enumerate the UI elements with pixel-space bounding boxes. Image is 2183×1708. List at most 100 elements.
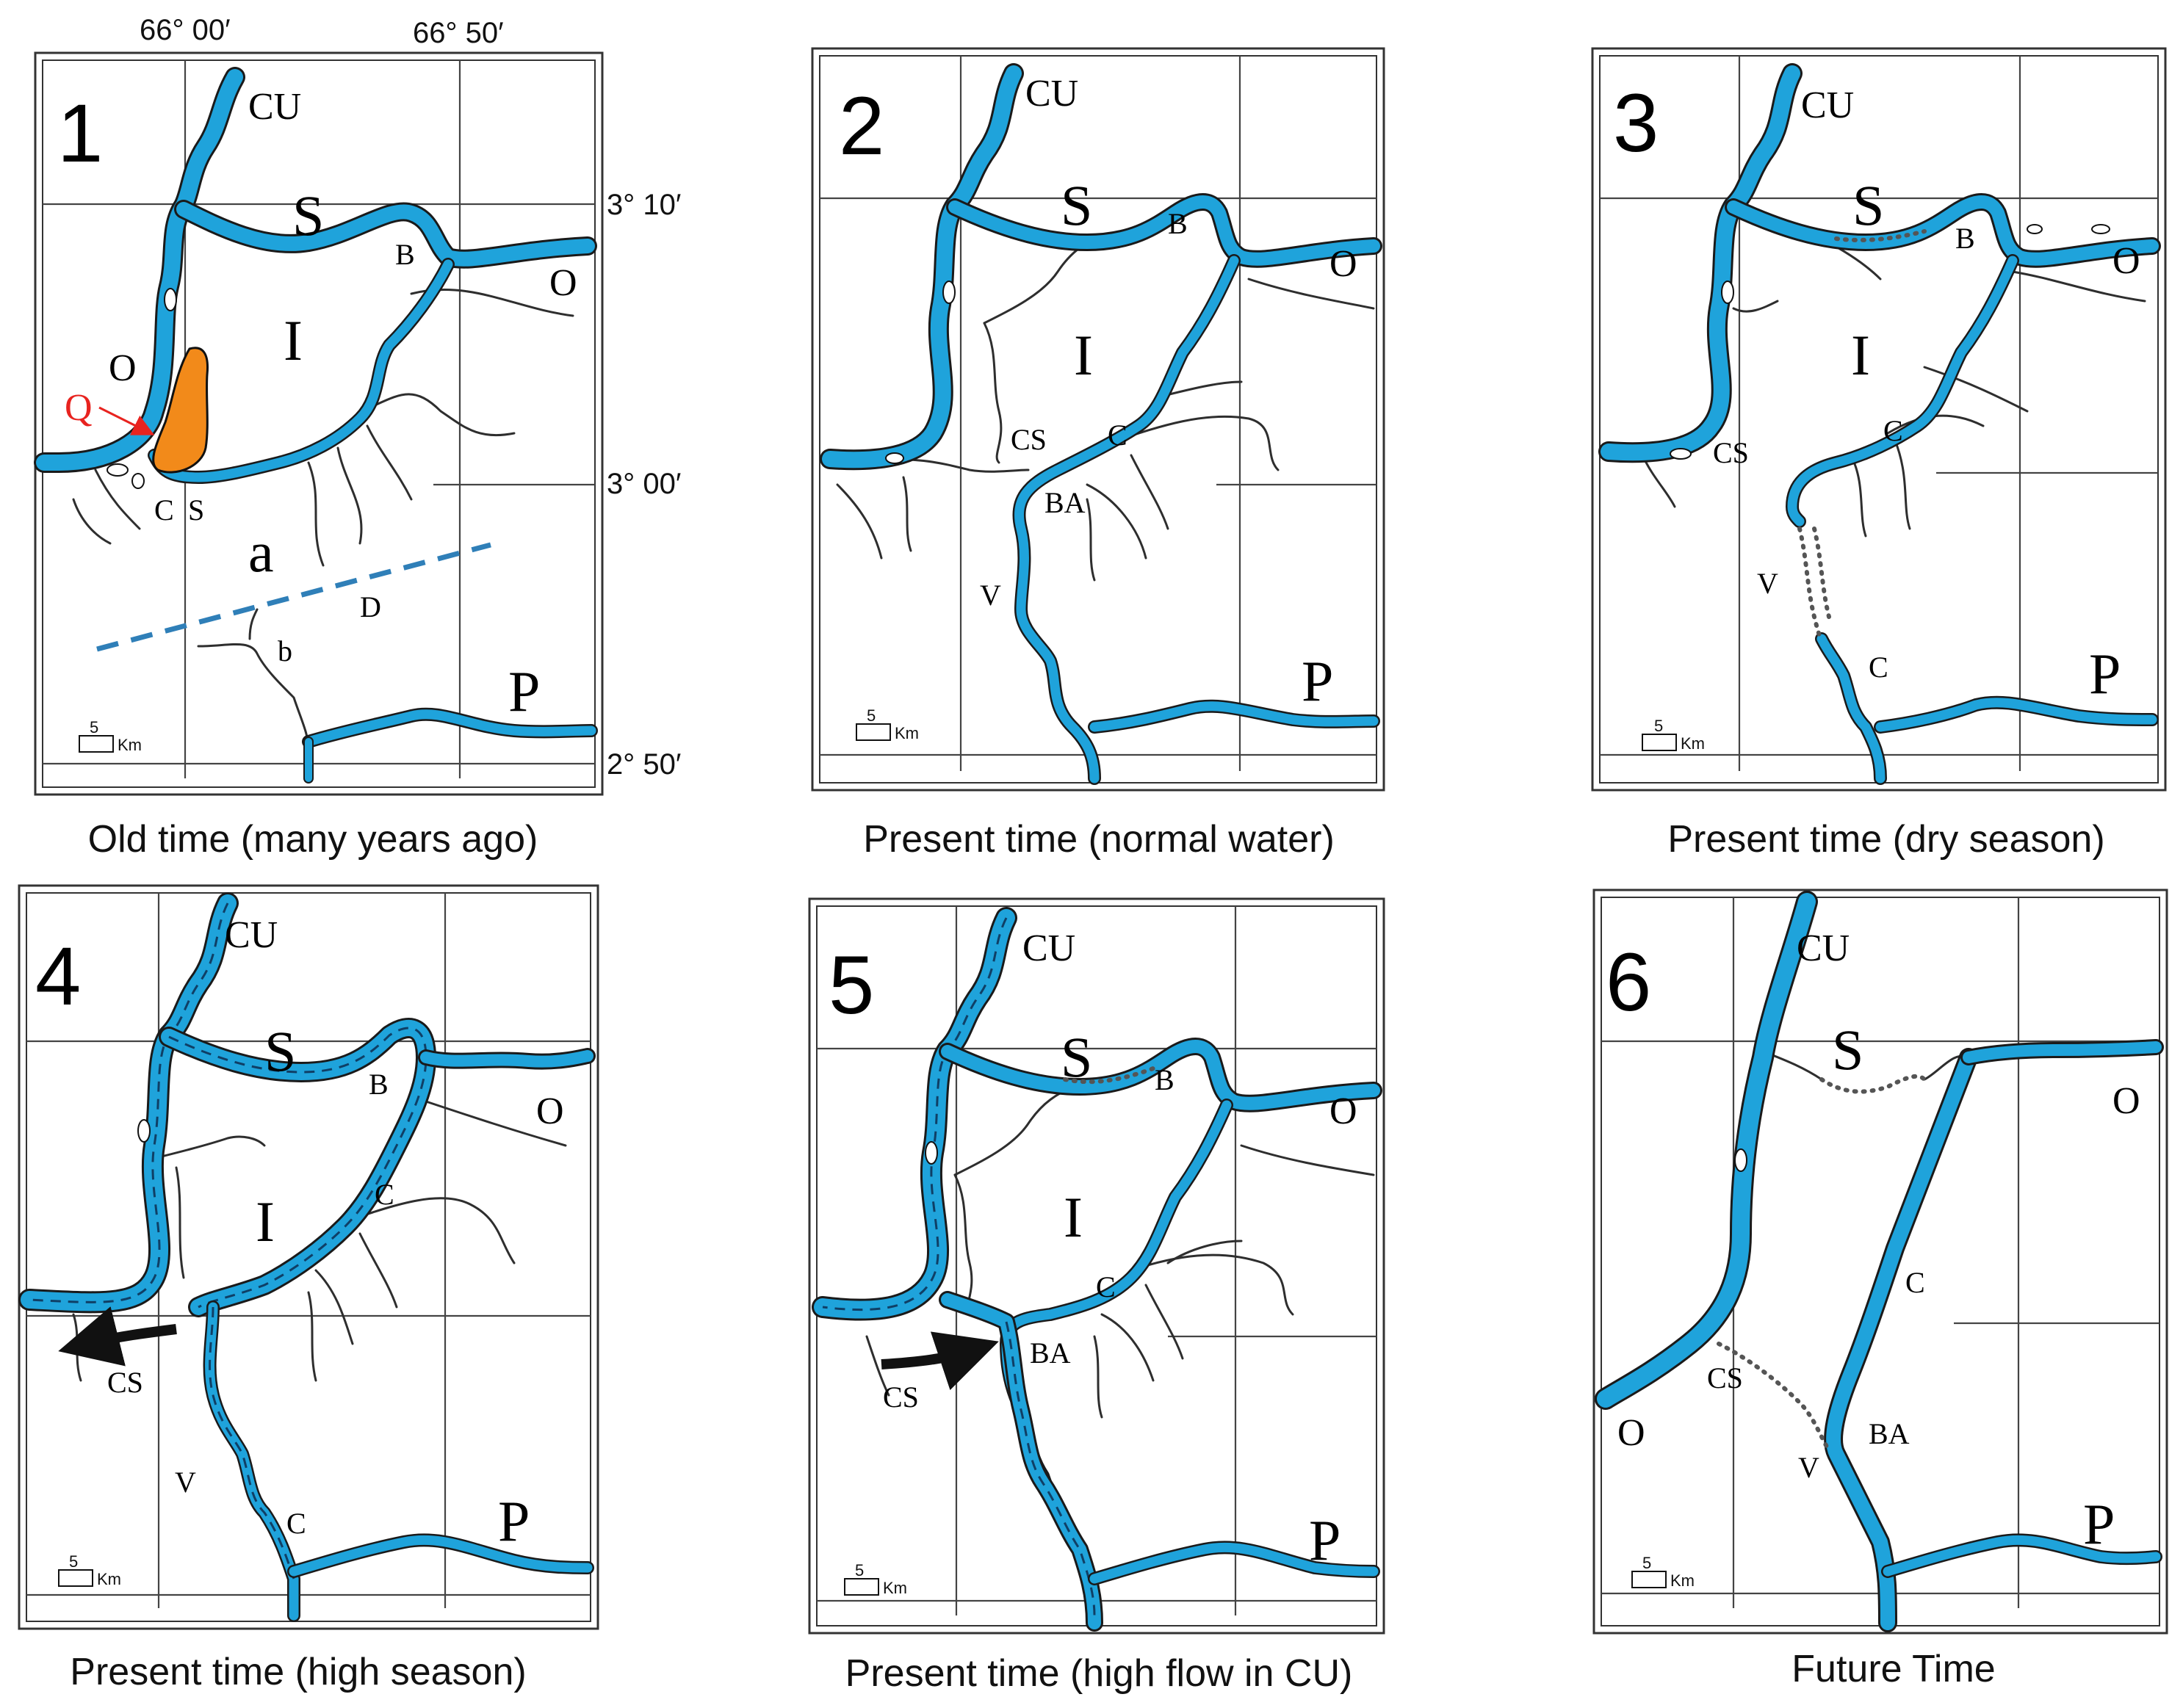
flow-arrow [58,1306,177,1367]
svg-text:Km: Km [883,1579,907,1597]
label-cu: CU [248,86,301,128]
islands [137,1119,151,1143]
label-s: S [1061,1025,1092,1089]
label-i: I [1851,323,1870,387]
label-c-south: C [1869,651,1888,684]
rivers [1595,891,2164,1632]
label-s: S [1852,173,1884,237]
panel-number: 3 [1613,77,1659,169]
label-cs: CS [107,1366,143,1399]
lat-top: 3° 10′ [607,189,681,221]
svg-text:5: 5 [1642,1554,1651,1572]
label-c: C [1905,1266,1925,1299]
lat-bottom: 2° 50′ [607,748,681,781]
sandbar-dots [1834,229,1927,242]
panel-number: 4 [35,930,81,1022]
panel-caption: Present time (normal water) [863,818,1335,861]
label-v: V [1757,567,1778,600]
panel-number: 6 [1606,936,1651,1028]
map-grid [820,56,1376,771]
panel-6: 5 Km 6 CU S O C CS BA O V P Future Time [1592,889,2168,1690]
rivers [820,63,1382,785]
islands [107,288,177,489]
tributaries [865,1085,1375,1419]
label-o-west: O [109,347,137,389]
label-i: I [1074,323,1093,387]
map-frame [1591,47,2167,792]
label-cs: CS [1713,436,1749,469]
scale-bar: 5 Km [844,1561,907,1597]
label-o-east: O [2112,240,2140,282]
label-s: S [1832,1018,1863,1082]
sandbar-dots [1063,1066,1155,1085]
label-o-east: O [2112,1080,2140,1122]
panel-caption: Present time (dry season) [1667,818,2104,861]
q-arrow [98,406,155,435]
rivers [812,907,1382,1632]
panel-number: 2 [839,80,884,172]
panel-1: 5 Km 1 CU S B O I O Q C S a D b P Old ti… [34,51,604,861]
panel-5: 5 Km 5 CU S B O I C BA CS P Present time… [808,897,1385,1695]
label-c: C [1883,414,1903,447]
svg-text:5: 5 [1654,717,1663,735]
scale-bar: 5 Km [1631,1554,1695,1590]
label-b: B [369,1068,389,1101]
label-o-east: O [1329,243,1357,285]
label-s: S [292,184,324,247]
panel-number: 1 [57,87,103,179]
label-p: P [1302,649,1333,713]
label-o-west: O [1617,1412,1645,1454]
label-a: a [248,520,274,584]
label-p: P [508,659,540,723]
label-cu: CU [225,914,278,956]
panel-caption: Future Time [1791,1648,1995,1690]
islands [885,281,956,464]
panel-2: 5 Km 2 CU S B O I CS C BA V P Present ti… [811,47,1385,861]
label-s-small: S [188,493,204,526]
dry-reach [1819,1074,1927,1094]
label-cu: CU [1025,73,1078,115]
svg-text:5: 5 [855,1561,864,1579]
label-p: P [2083,1492,2115,1556]
label-cs: CS [883,1380,919,1414]
map-grid [1600,56,2158,771]
label-v: V [175,1466,196,1499]
label-p: P [1309,1508,1341,1572]
scale-bar: 5 Km [856,706,919,742]
islands [925,1141,938,1165]
dry-reach [1717,1342,1831,1452]
label-c: C [154,493,174,526]
panel-caption: Present time (high flow in CU) [845,1652,1353,1695]
label-c: C [1096,1270,1116,1303]
label-o-east: O [536,1090,564,1132]
panel-4: 5 Km 4 CU S B O I C CS V C P Present tim… [18,884,599,1693]
label-cu: CU [1797,927,1850,969]
label-ba: BA [1044,486,1086,519]
label-v: V [1798,1451,1819,1484]
label-c: C [375,1178,394,1211]
map-frame [808,897,1385,1635]
label-i: I [284,308,303,372]
islands [1734,1148,1747,1172]
label-s: S [264,1019,296,1083]
panel-caption: Present time (high season) [70,1651,526,1693]
label-cs: CS [1011,423,1047,456]
scale-bar: 5 Km [1642,717,1705,753]
lon-east: 66° 50′ [413,17,504,49]
svg-text:Km: Km [118,736,142,754]
scale-bar: 5 Km [79,718,142,754]
label-p: P [2089,642,2121,706]
islands [1670,224,2110,460]
scale-bar: 5 Km [58,1552,121,1588]
label-i: I [256,1190,275,1253]
label-b: B [1955,222,1975,255]
label-b-small: b [278,634,292,667]
svg-text:5: 5 [90,718,98,737]
panel-3: 5 Km 3 CU S B O I CS C V C P Present tim… [1591,47,2167,861]
label-cu: CU [1022,927,1075,969]
map-frame [811,47,1385,792]
svg-text:Km: Km [895,724,919,742]
panel-caption: Old time (many years ago) [88,818,538,861]
svg-text:5: 5 [69,1552,78,1571]
